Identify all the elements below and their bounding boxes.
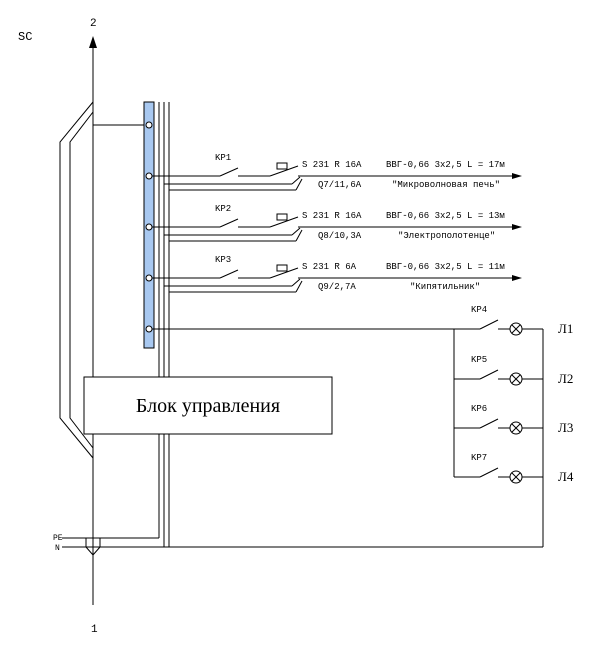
lamp-circuit-1: KP4 Л1 [471,305,573,336]
lamp-2-relay: KP5 [471,355,487,365]
branch-1: KP1 S 231 R 16A ВВГ-0,66 3x2,5 L = 17м Q… [152,153,522,191]
lamp-4-label: Л4 [558,469,574,484]
corner-label: SC [18,30,32,44]
control-block-label: Блок управления [136,395,280,417]
branch-2-relay: KP2 [215,204,231,214]
branch-1-breaker: S 231 R 16A [302,160,362,170]
lamp-3-label: Л3 [558,420,573,435]
pe-label: PE [53,534,63,543]
control-block: Блок управления [83,376,333,435]
branch-2-q: Q8/10,3A [318,231,362,241]
branch-3-load: "Кипятильник" [410,282,480,292]
lamp-circuit-3: KP6 Л3 [454,404,573,435]
pe-n-conductors: PE N [53,534,543,556]
cabinet-enclosure [59,101,94,459]
branch-1-load: "Микроволновая печь" [392,180,500,190]
lamp-4-relay: KP7 [471,453,487,463]
lamp-circuit-2: KP5 Л2 [454,355,573,386]
branch-1-q: Q7/11,6A [318,180,362,190]
bottom-terminal-label: 1 [91,624,98,636]
top-terminal-label: 2 [90,18,97,30]
branch-3-q: Q9/2,7A [318,282,356,292]
branch-2-breaker: S 231 R 16A [302,211,362,221]
lamp-1-label: Л1 [558,321,573,336]
branch-3-relay: KP3 [215,255,231,265]
lamp-circuit-4: KP7 Л4 [454,453,574,484]
branch-1-cable: ВВГ-0,66 3x2,5 L = 17м [386,160,505,170]
branch-1-relay: KP1 [215,153,231,163]
lamp-3-relay: KP6 [471,404,487,414]
branch-2-cable: ВВГ-0,66 3x2,5 L = 13м [386,211,505,221]
branch-2-load: "Электрополотенце" [398,231,495,241]
lamp-1-relay: KP4 [471,305,487,315]
branch-3: KP3 S 231 R 6A ВВГ-0,66 3x2,5 L = 11м Q9… [152,255,522,293]
branch-2: KP2 S 231 R 16A ВВГ-0,66 3x2,5 L = 13м Q… [152,204,522,242]
branch-3-cable: ВВГ-0,66 3x2,5 L = 11м [386,262,505,272]
vertical-conductors [158,102,170,547]
branch-3-breaker: S 231 R 6A [302,262,357,272]
n-label: N [55,544,60,553]
lamp-2-label: Л2 [558,371,573,386]
main-feeder-line [89,36,97,605]
